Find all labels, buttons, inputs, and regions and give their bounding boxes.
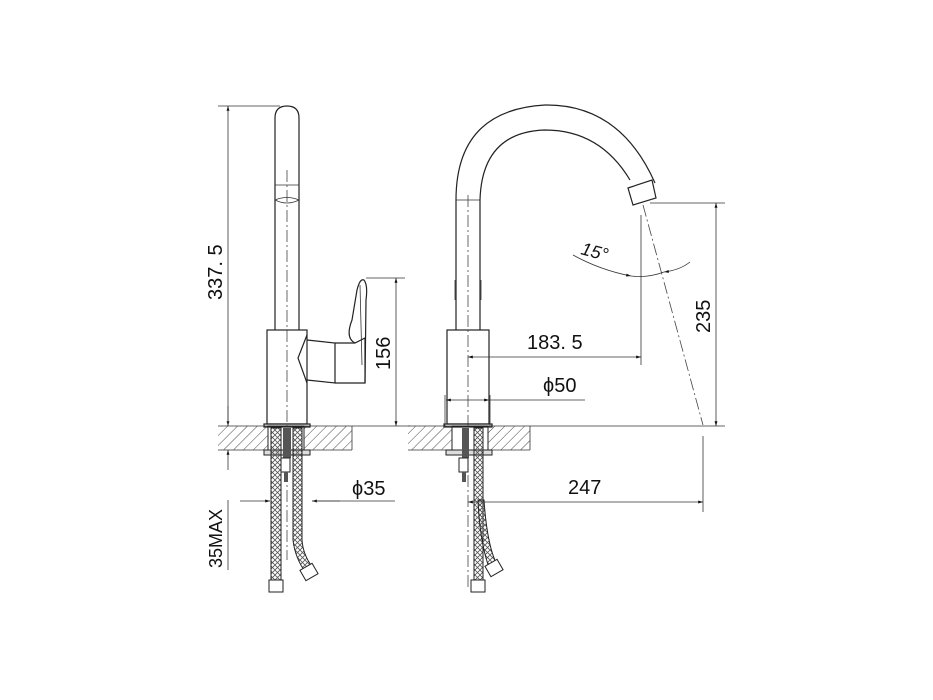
side-view: 337. 5 156 35MAX ϕ35 — [205, 105, 410, 593]
dim-total-height: 337. 5 — [205, 244, 227, 300]
spout-nozzle — [627, 179, 657, 206]
dim-total-reach: 247 — [568, 477, 601, 499]
dim-max-thickness: 35MAX — [206, 509, 226, 568]
hoses-right — [458, 427, 504, 593]
spout-tube — [274, 105, 300, 330]
countertop-left — [218, 425, 410, 456]
gooseneck-spout — [455, 104, 656, 330]
front-view: 15° 183. 5 ϕ50 235 247 — [408, 104, 725, 593]
handle-lever — [297, 279, 368, 384]
dim-spout-height: 235 — [693, 300, 715, 333]
dim-spout-angle: 15° — [579, 239, 610, 265]
dim-handle-height: 156 — [373, 337, 395, 370]
dim-hose-diameter: ϕ35 — [352, 478, 385, 500]
hoses-left — [268, 427, 319, 593]
countertop-right — [408, 425, 725, 456]
dim-body-diameter: ϕ50 — [543, 375, 576, 397]
dim-spout-reach: 183. 5 — [527, 332, 583, 354]
